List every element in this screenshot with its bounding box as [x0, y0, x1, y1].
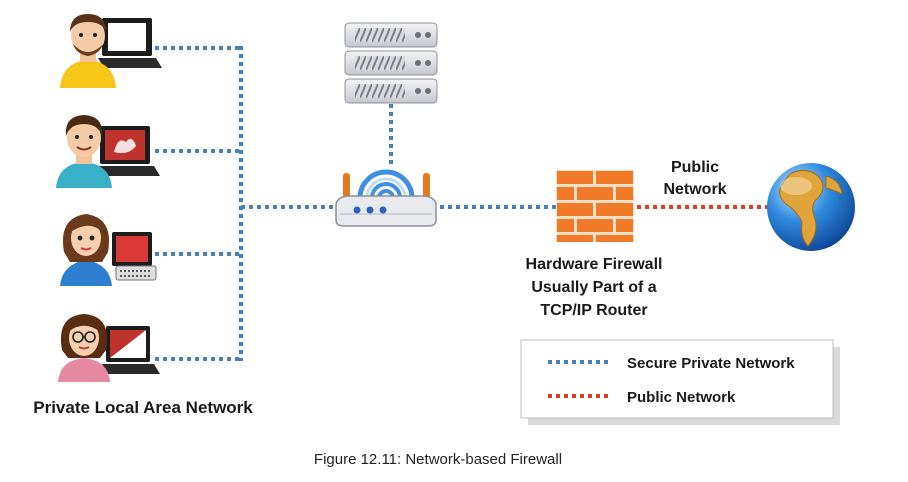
firewall-label-line1: Hardware Firewall [526, 256, 663, 273]
firewall-label-line2: Usually Part of a [531, 279, 656, 296]
user-laptop-icon [58, 314, 160, 382]
legend-label-public: Public Network [627, 389, 736, 406]
secure-links [155, 46, 556, 361]
lan-label: Private Local Area Network [33, 398, 253, 417]
user-desktop-icon [60, 214, 157, 286]
firewall-label-line3: TCP/IP Router [540, 302, 647, 319]
figure-caption: Figure 12.11: Network-based Firewall [314, 451, 562, 468]
public-network-label-line2: Network [663, 181, 726, 198]
public-network-label-line1: Public [671, 159, 719, 176]
user-laptop-icon [56, 115, 160, 188]
globe-icon [767, 163, 855, 251]
brick-firewall-icon [556, 170, 634, 242]
legend: Secure Private Network Public Network [520, 339, 840, 425]
wireless-router-icon [335, 169, 437, 227]
legend-label-secure: Secure Private Network [627, 355, 795, 372]
user-laptop-icon [60, 14, 162, 88]
server-rack-icon [344, 22, 438, 104]
